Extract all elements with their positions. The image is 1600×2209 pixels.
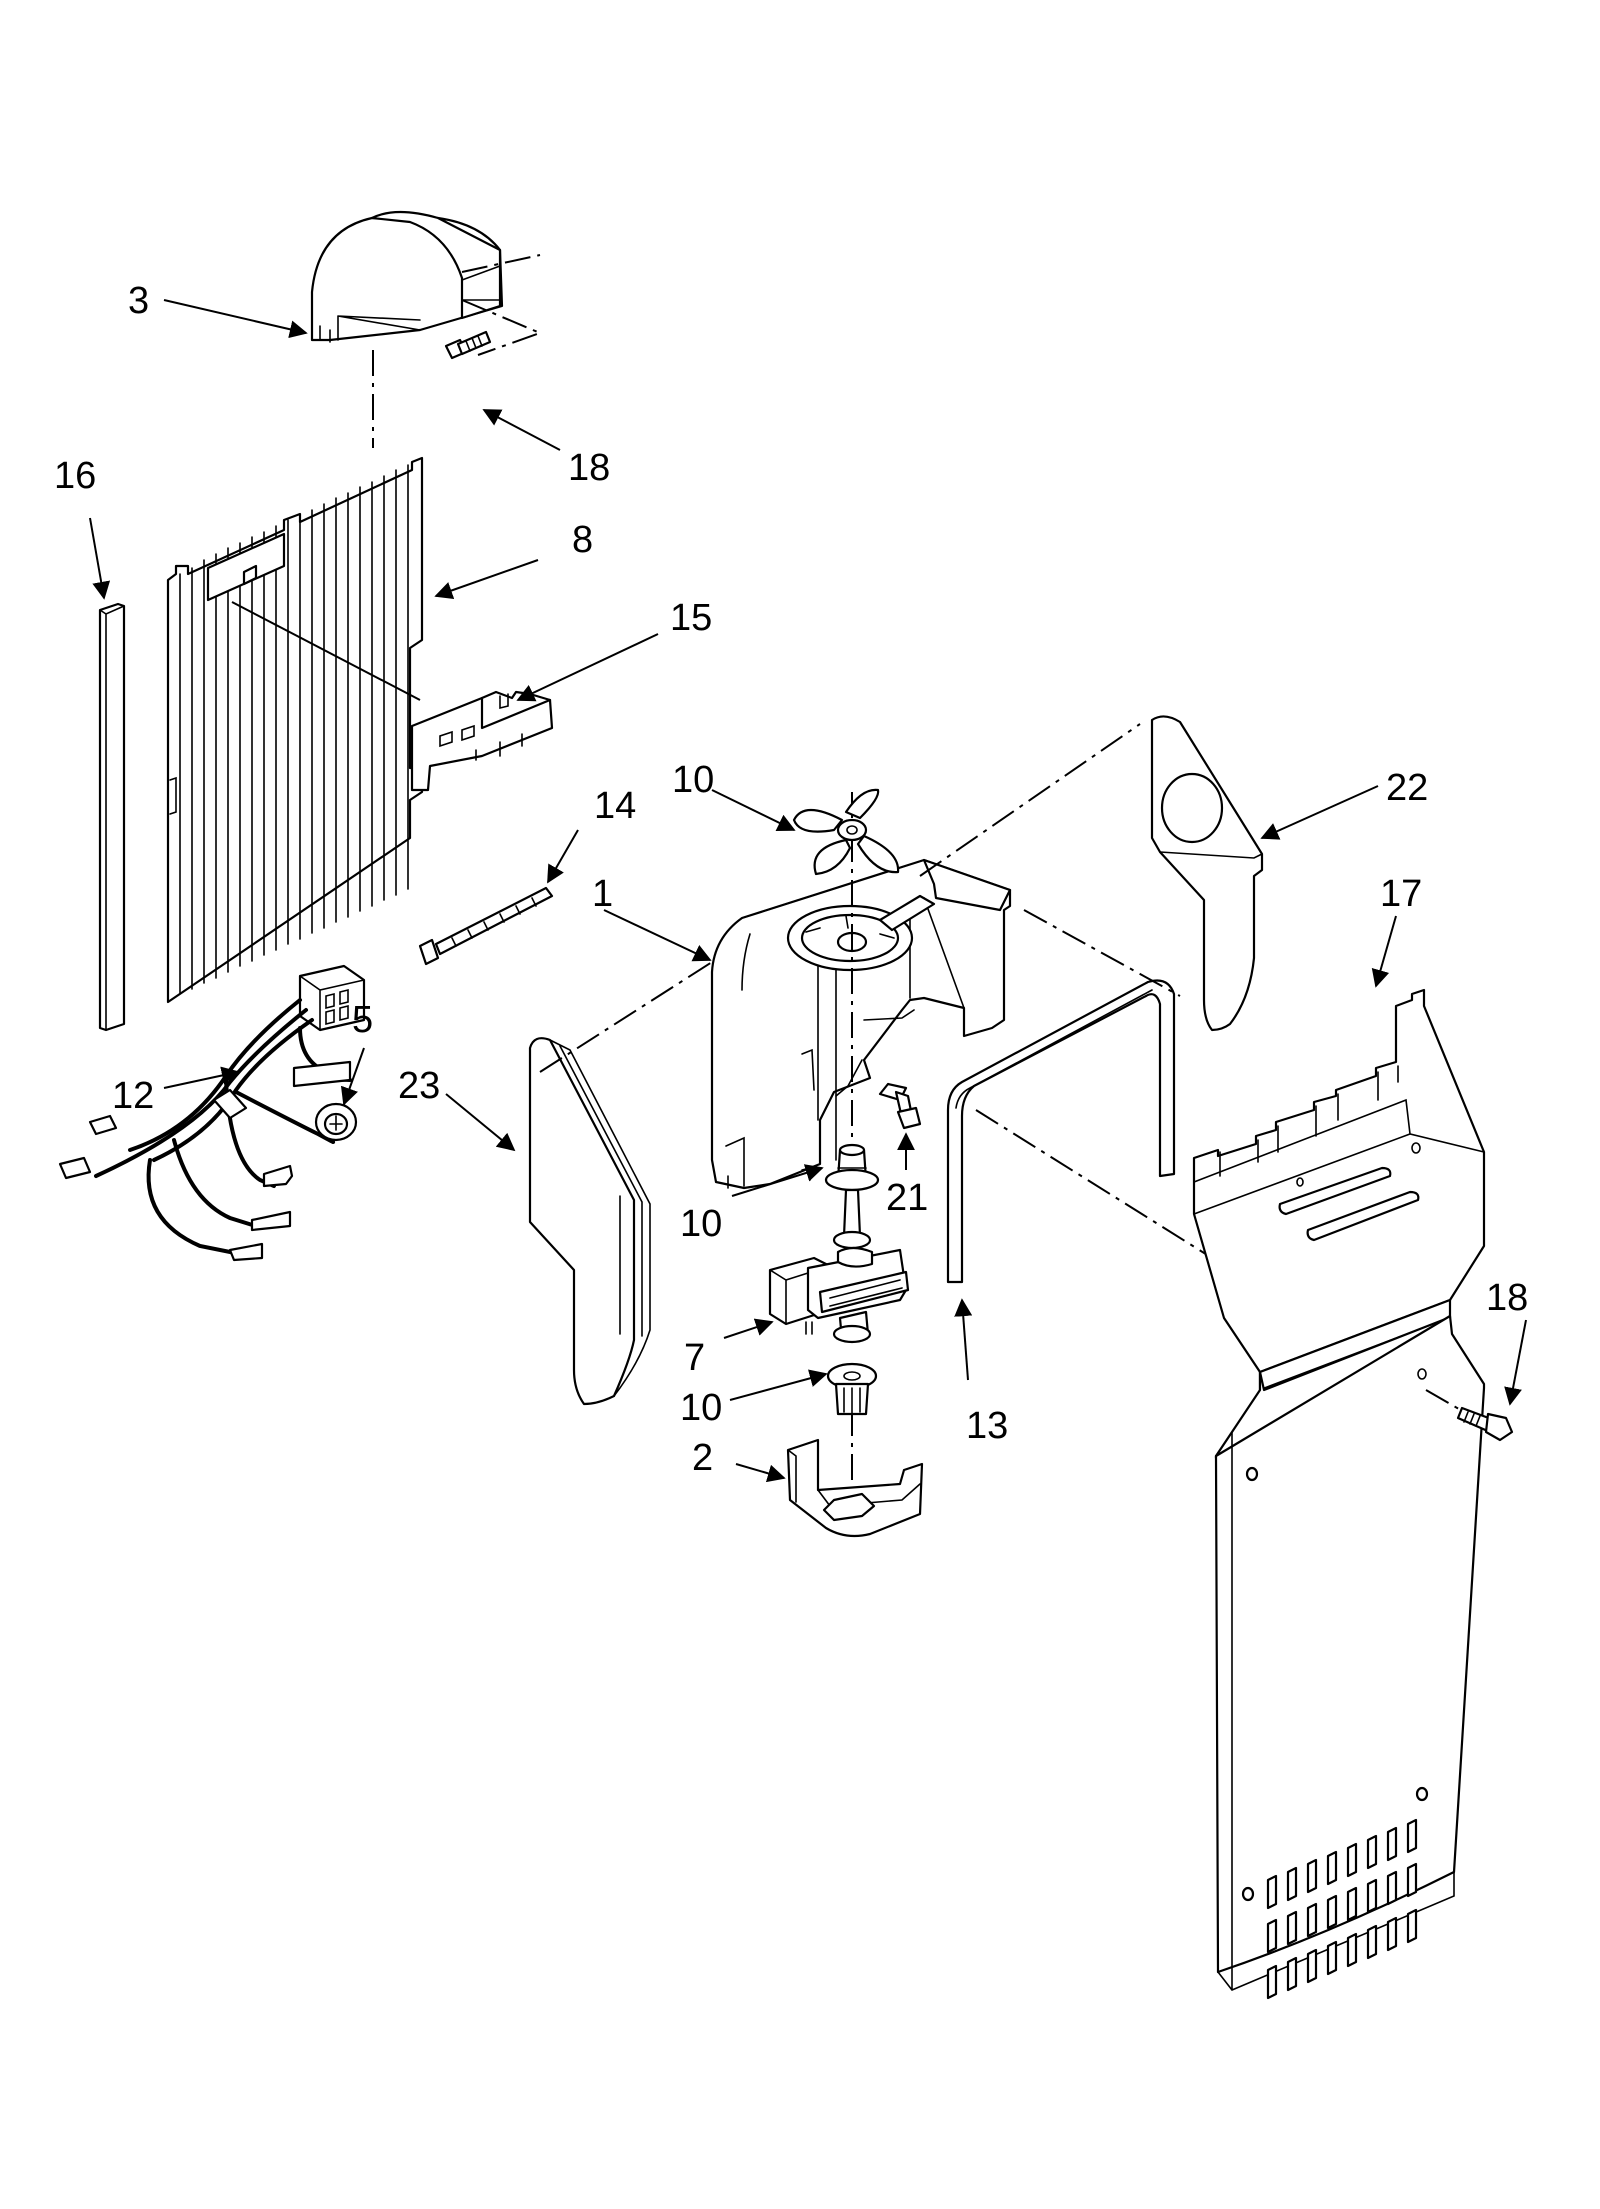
callout-labels: 3 18 16 8 15 10 14 22 1 17 12 5 23 21 10…	[54, 280, 1528, 1479]
leader-arrows	[89, 299, 1527, 1483]
callout-15: 15	[670, 597, 712, 639]
callout-17: 17	[1380, 873, 1422, 915]
part-21-screw	[878, 1082, 922, 1130]
part-22-cover-right	[1150, 715, 1264, 1032]
part-12-harness	[58, 964, 366, 1262]
callout-21: 21	[886, 1177, 928, 1219]
part-16-strip	[98, 602, 126, 1032]
callout-12: 12	[112, 1075, 154, 1117]
part-1-housing	[710, 858, 1012, 1190]
callout-10-upper: 10	[680, 1203, 722, 1245]
callout-1: 1	[592, 873, 613, 915]
part-18-screw-right	[1425, 1389, 1514, 1442]
callout-18-top: 18	[568, 447, 610, 489]
callout-16: 16	[54, 455, 96, 497]
callout-3: 3	[128, 280, 149, 322]
callout-10-lower: 10	[680, 1387, 722, 1429]
callout-22: 22	[1386, 767, 1428, 809]
axis-line-3	[461, 254, 543, 356]
axis-line-13	[1023, 909, 1181, 997]
part-17-back-panel	[1192, 988, 1486, 2000]
part-18-screw-top	[444, 330, 492, 360]
part-23-cover-left	[528, 1037, 651, 1406]
callout-4: 5	[352, 999, 373, 1041]
axis-line-22	[919, 723, 1141, 877]
part-15-bracket	[410, 690, 554, 792]
part-14-cable-tie	[418, 886, 554, 966]
callout-2: 2	[692, 1437, 713, 1479]
callout-18-right: 18	[1486, 1277, 1528, 1319]
axis-line-23	[539, 961, 713, 1073]
callout-23: 23	[398, 1065, 440, 1107]
part-3-housing	[310, 210, 504, 343]
part-4-grommet	[314, 1102, 358, 1142]
part-7-motor	[768, 1188, 910, 1344]
wire-line-5-15	[231, 601, 421, 701]
callout-14: 14	[594, 785, 636, 827]
axis-line-17	[975, 1109, 1229, 1269]
callout-7: 7	[684, 1337, 705, 1379]
callout-8: 10	[672, 759, 714, 801]
vent-slots	[1266, 1818, 1418, 2000]
part-10-grommet-lower	[826, 1362, 878, 1416]
part-5-panel	[166, 456, 424, 1004]
callout-13: 13	[966, 1405, 1008, 1447]
part-10-grommet-upper	[824, 1143, 880, 1192]
callout-5: 8	[572, 519, 593, 561]
part-13-u-duct	[946, 979, 1176, 1284]
part-2-bracket	[786, 1438, 924, 1538]
part-8-fan-blade	[792, 788, 900, 876]
panel-ribs	[179, 464, 409, 995]
